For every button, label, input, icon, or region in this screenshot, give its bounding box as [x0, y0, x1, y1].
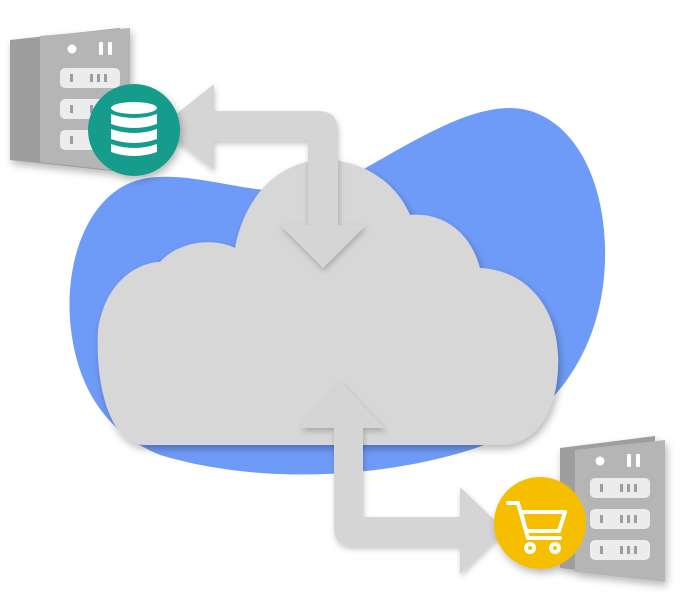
cart-badge: [494, 477, 586, 569]
shop-server: [494, 436, 665, 582]
cloud-shop-arrow: [300, 382, 505, 574]
database-server: [10, 28, 180, 176]
shopping-cart-icon: [506, 501, 567, 554]
cloud-icon: [97, 160, 559, 445]
db-cloud-arrow: [160, 84, 366, 268]
database-icon: [111, 102, 157, 156]
server-icon: [560, 436, 665, 582]
database-badge: [88, 84, 180, 176]
